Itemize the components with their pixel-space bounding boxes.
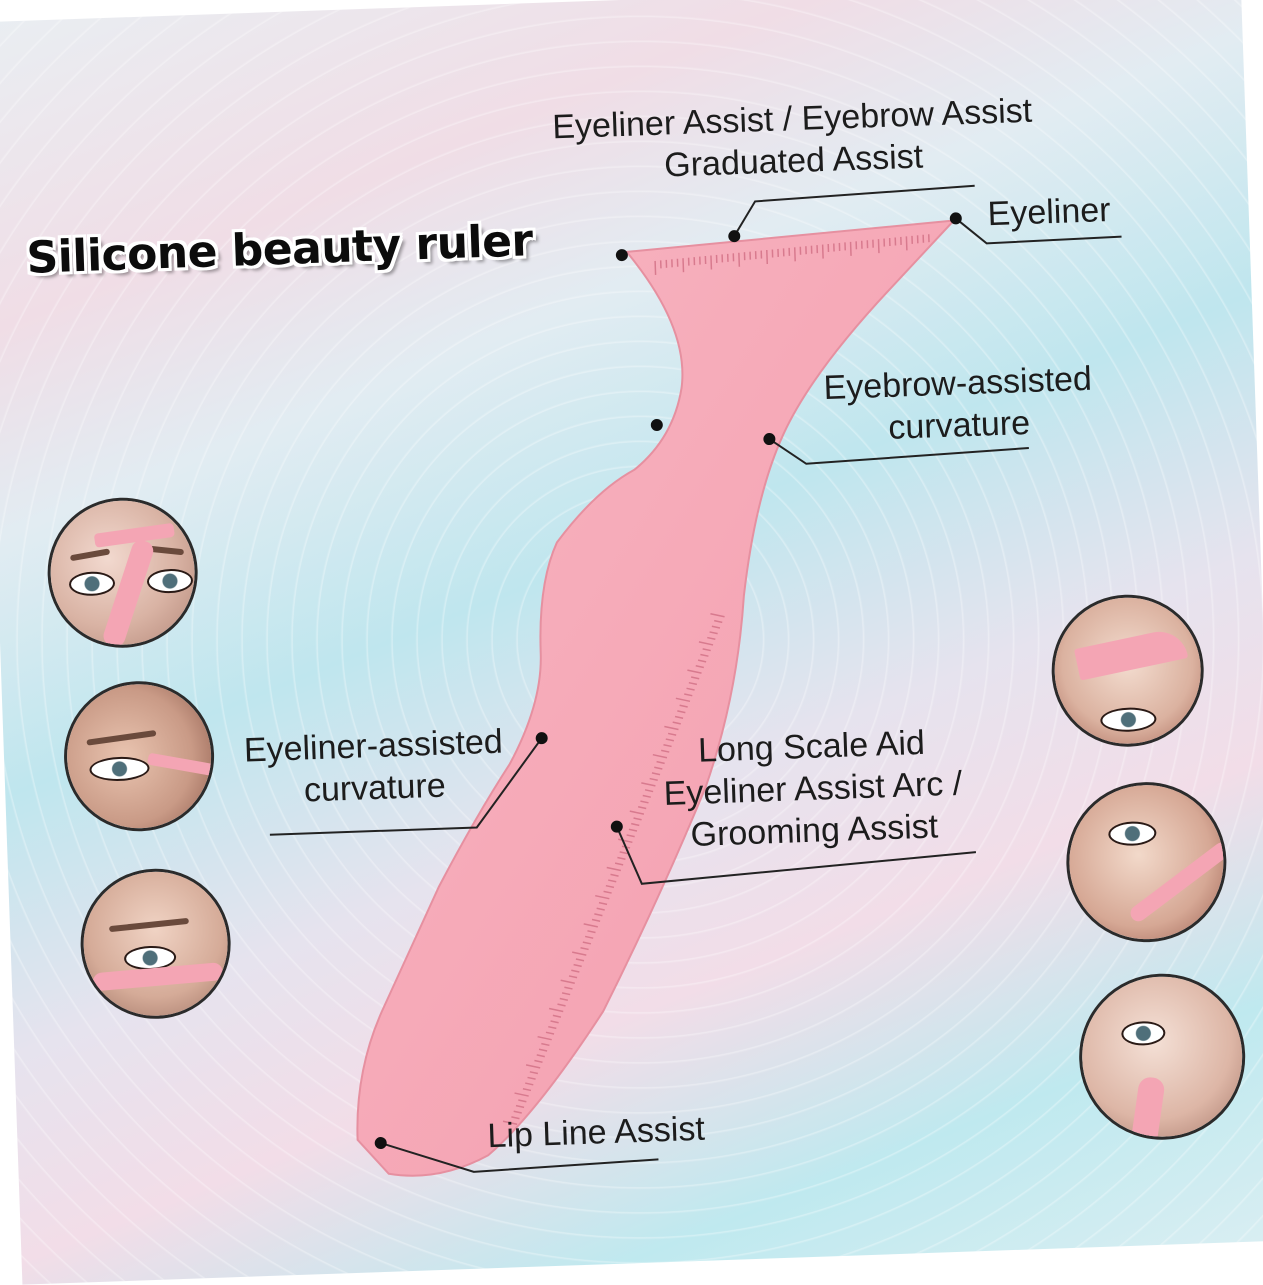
label-eyeliner-curvature: Eyeliner-assisted curvature [243, 721, 505, 814]
label-lip-line: Lip Line Assist [487, 1108, 706, 1158]
face-image [1079, 974, 1244, 1139]
left-photo-1 [45, 495, 200, 650]
face-image [81, 869, 230, 1018]
left-photo-2 [61, 679, 216, 834]
face-image [65, 682, 214, 831]
right-photo-2 [1064, 779, 1229, 944]
label-long-scale: Long Scale Aid Eyeliner Assist Arc / Gro… [662, 721, 965, 857]
label-eyeliner: Eyeliner [987, 189, 1111, 235]
right-photo-3 [1076, 971, 1248, 1143]
label-eyeliner-eyebrow-graduated: Eyeliner Assist / Eyebrow Assist Graduat… [552, 90, 1035, 191]
label-eyebrow-curvature: Eyebrow-assisted curvature [823, 358, 1094, 451]
right-photo-1 [1049, 592, 1206, 749]
left-photo-3 [78, 866, 233, 1021]
